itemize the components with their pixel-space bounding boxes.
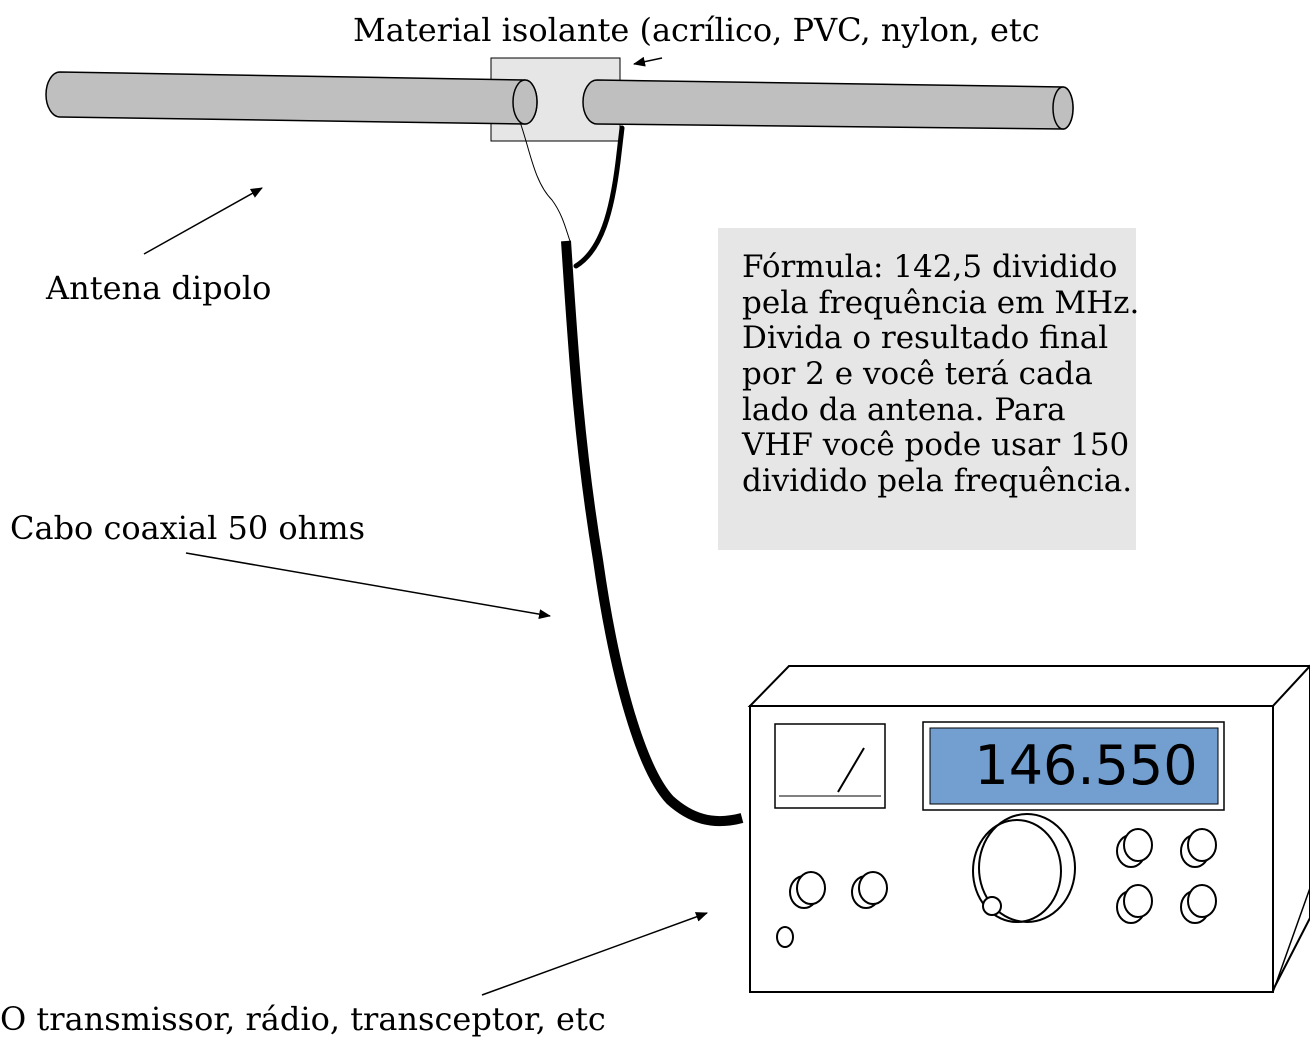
knob-left-2[interactable]: [851, 871, 888, 909]
formula-line: lado da antena. Para: [742, 391, 1066, 428]
formula-line: pela frequência em MHz.: [742, 284, 1140, 321]
tuning-knob[interactable]: [972, 813, 1076, 923]
radio-label: O transmissor, rádio, transceptor, etc: [0, 1000, 606, 1038]
dipole-left-rod: [45, 71, 538, 125]
knob-right-4[interactable]: [1180, 884, 1217, 924]
coax-arrow: [185, 552, 551, 620]
knob-left-1[interactable]: [789, 871, 826, 909]
jack: [776, 926, 794, 948]
coax-label: Cabo coaxial 50 ohms: [10, 509, 366, 547]
dipole-label: Antena dipolo: [46, 269, 272, 307]
radio-arrow: [481, 912, 708, 996]
frequency-readout: 146.550: [974, 734, 1197, 797]
dipole-arrow: [143, 187, 263, 255]
frequency-display: 146.550: [922, 721, 1225, 811]
radio-transceiver: 146.550: [747, 664, 1310, 993]
feed-wire: [519, 121, 571, 242]
formula-note: Fórmula: 142,5 dividido pela frequência …: [718, 228, 1140, 550]
insulator-arrow: [633, 56, 663, 67]
knob-right-2[interactable]: [1180, 828, 1217, 868]
formula-line: Fórmula: 142,5 dividido: [742, 249, 1118, 285]
formula-line: por 2 e você terá cada: [742, 355, 1093, 392]
formula-line: Divida o resultado final: [742, 320, 1109, 357]
knob-right-1[interactable]: [1116, 828, 1153, 868]
signal-meter: [774, 723, 886, 809]
formula-line: dividido pela frequência.: [742, 462, 1133, 499]
braid-lead: [573, 125, 625, 269]
coax-cable: [561, 240, 744, 827]
insulator-label: Material isolante (acrílico, PVC, nylon,…: [353, 11, 1040, 49]
knob-right-3[interactable]: [1116, 884, 1153, 924]
dipole-right-rod: [582, 79, 1074, 130]
formula-line: VHF você pode usar 150: [742, 427, 1130, 464]
